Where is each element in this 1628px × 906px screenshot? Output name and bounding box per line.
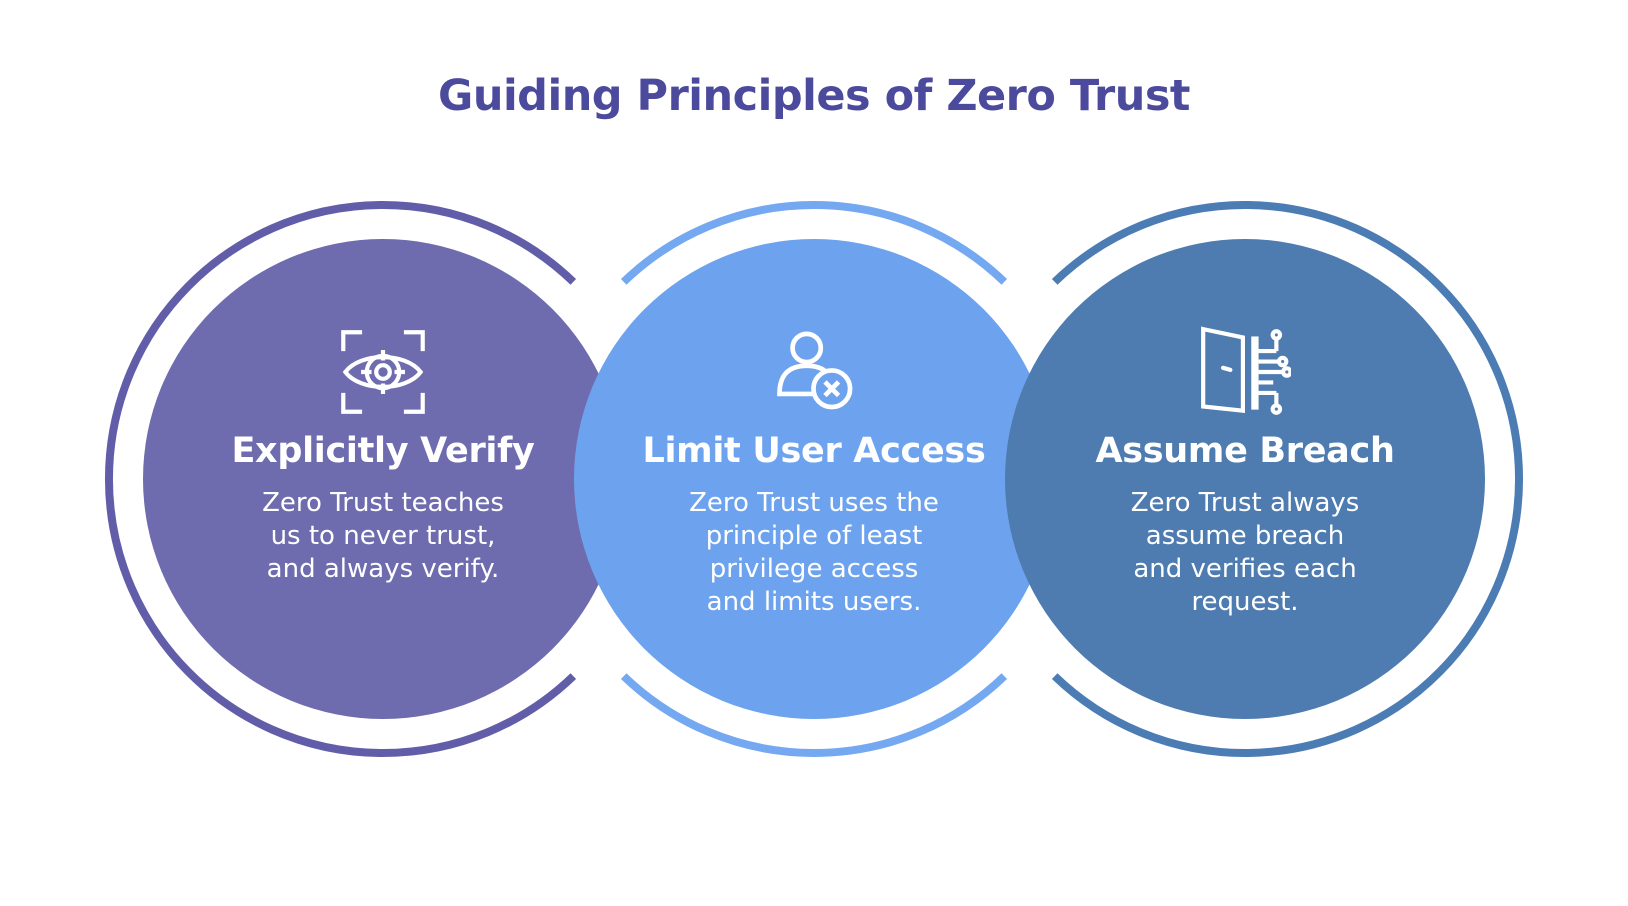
limit-user-access-ring-bottom xyxy=(620,673,1008,757)
page-title: Guiding Principles of Zero Trust xyxy=(438,71,1190,121)
target-ticks xyxy=(361,350,405,394)
circuit-node xyxy=(1270,403,1283,415)
card-heading: Assume Breach xyxy=(1095,431,1395,471)
card-body: Zero Trust always assume breach and veri… xyxy=(1130,487,1360,617)
limit-user-access-circle xyxy=(574,239,1054,719)
scan-brackets xyxy=(341,330,425,414)
circuit-traces xyxy=(1258,338,1284,406)
card-body: Zero Trust teaches us to never trust, an… xyxy=(262,487,504,584)
user-head xyxy=(790,331,824,365)
limit-user-access-ring-top xyxy=(620,201,1008,285)
card-limit-user-access: Limit User Access Zero Trust uses the pr… xyxy=(604,326,1024,619)
target-outer xyxy=(364,353,402,391)
eye-outline xyxy=(342,355,424,389)
explicitly-verify-ring xyxy=(105,201,577,757)
eye-scan-icon xyxy=(341,330,425,414)
card-explicitly-verify: Explicitly Verify Zero Trust teaches us … xyxy=(173,326,593,586)
circuit-node xyxy=(1281,366,1291,378)
assume-breach-circle xyxy=(1005,239,1485,719)
card-assume-breach: Assume Breach Zero Trust always assume b… xyxy=(1035,326,1455,619)
door-jamb xyxy=(1251,336,1259,410)
door-circuit-icon xyxy=(1201,326,1291,415)
circuit-node xyxy=(1270,329,1283,341)
assume-breach-ring xyxy=(1051,201,1523,757)
deny-x xyxy=(823,380,841,398)
card-body: Zero Trust uses the principle of least p… xyxy=(689,487,939,617)
user-blocked-icon xyxy=(777,331,853,410)
circuit-node xyxy=(1276,355,1289,368)
target-inner xyxy=(374,363,392,381)
card-heading: Limit User Access xyxy=(642,431,986,471)
door-handle xyxy=(1220,365,1233,372)
card-heading: Explicitly Verify xyxy=(231,431,535,471)
door-panel xyxy=(1201,326,1245,414)
explicitly-verify-circle xyxy=(143,239,623,719)
